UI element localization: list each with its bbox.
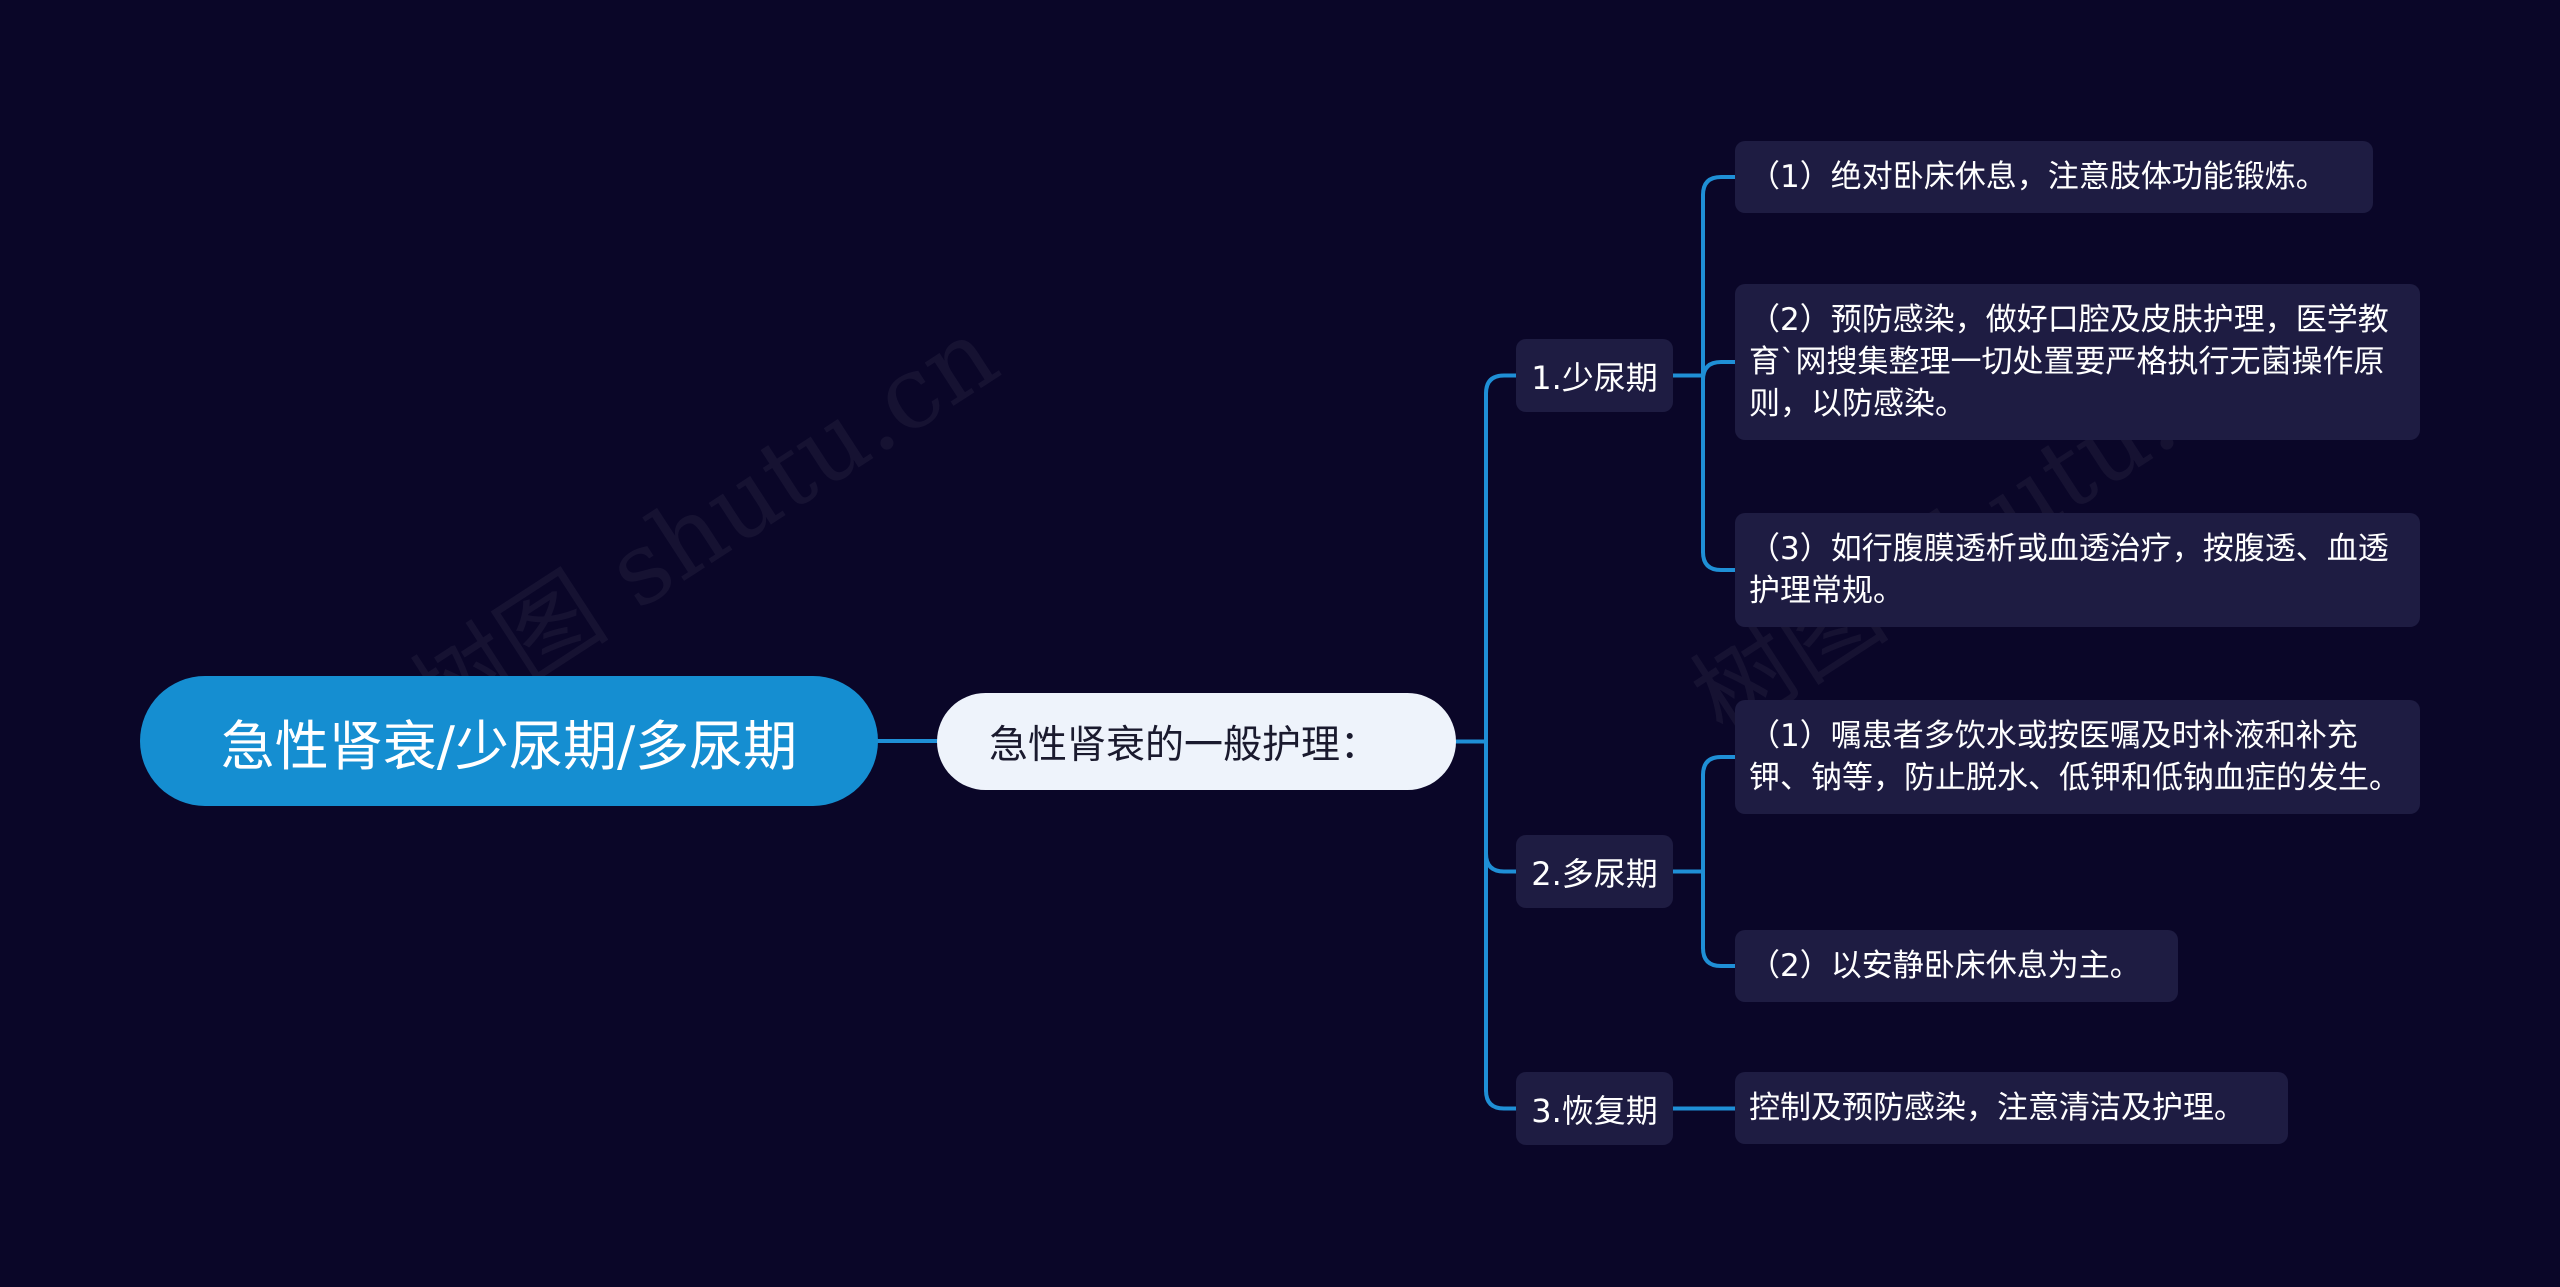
connector-line bbox=[1701, 175, 1737, 197]
leaf-node[interactable]: （2）预防感染，做好口腔及皮肤护理，医学教育`网搜集整理一切处置要严格执行无菌操… bbox=[1735, 284, 2420, 440]
branch-polyuric-phase[interactable]: 2.多尿期 bbox=[1516, 835, 1673, 908]
root-topic[interactable]: 急性肾衰/少尿期/多尿期 bbox=[140, 676, 878, 806]
subtopic-general-care[interactable]: 急性肾衰的一般护理： bbox=[937, 693, 1456, 790]
leaf-node[interactable]: （1）绝对卧床休息，注意肢体功能锻炼。 bbox=[1735, 141, 2373, 213]
leaf-text: （2）以安静卧床休息为主。 bbox=[1749, 948, 2141, 984]
leaf-node[interactable]: （1）嘱患者多饮水或按医嘱及时补液和补充钾、钠等，防止脱水、低钾和低钠血症的发生… bbox=[1735, 700, 2420, 814]
connector-line bbox=[1701, 946, 1737, 968]
branch-oliguric-phase[interactable]: 1.少尿期 bbox=[1516, 339, 1673, 412]
subtopic-label: 急性肾衰的一般护理： bbox=[989, 722, 1380, 768]
connector-line bbox=[1701, 550, 1737, 572]
leaf-node[interactable]: （3）如行腹膜透析或血透治疗，按腹透、血透护理常规。 bbox=[1735, 513, 2420, 627]
leaf-text: （1）嘱患者多饮水或按医嘱及时补液和补充钾、钠等，防止脱水、低钾和低钠血症的发生… bbox=[1749, 718, 2400, 796]
connector-line bbox=[1484, 373, 1518, 396]
leaf-text: （1）绝对卧床休息，注意肢体功能锻炼。 bbox=[1749, 159, 2327, 195]
root-topic-label: 急性肾衰/少尿期/多尿期 bbox=[220, 714, 798, 778]
connector-line bbox=[1484, 851, 1518, 874]
leaf-text: （3）如行腹膜透析或血透治疗，按腹透、血透护理常规。 bbox=[1749, 531, 2389, 609]
leaf-node[interactable]: （2）以安静卧床休息为主。 bbox=[1735, 930, 2178, 1002]
leaf-text: 控制及预防感染，注意清洁及护理。 bbox=[1749, 1090, 2245, 1126]
connector-line bbox=[1484, 1088, 1518, 1111]
branch-label: 2.多尿期 bbox=[1531, 854, 1658, 893]
connector-line bbox=[1701, 360, 1737, 382]
connector-line bbox=[1701, 755, 1737, 777]
branch-recovery-phase[interactable]: 3.恢复期 bbox=[1516, 1072, 1673, 1145]
leaf-text: （2）预防感染，做好口腔及皮肤护理，医学教育`网搜集整理一切处置要严格执行无菌操… bbox=[1749, 302, 2389, 422]
branch-label: 1.少尿期 bbox=[1531, 358, 1658, 397]
branch-label: 3.恢复期 bbox=[1531, 1091, 1658, 1130]
leaf-node[interactable]: 控制及预防感染，注意清洁及护理。 bbox=[1735, 1072, 2288, 1144]
